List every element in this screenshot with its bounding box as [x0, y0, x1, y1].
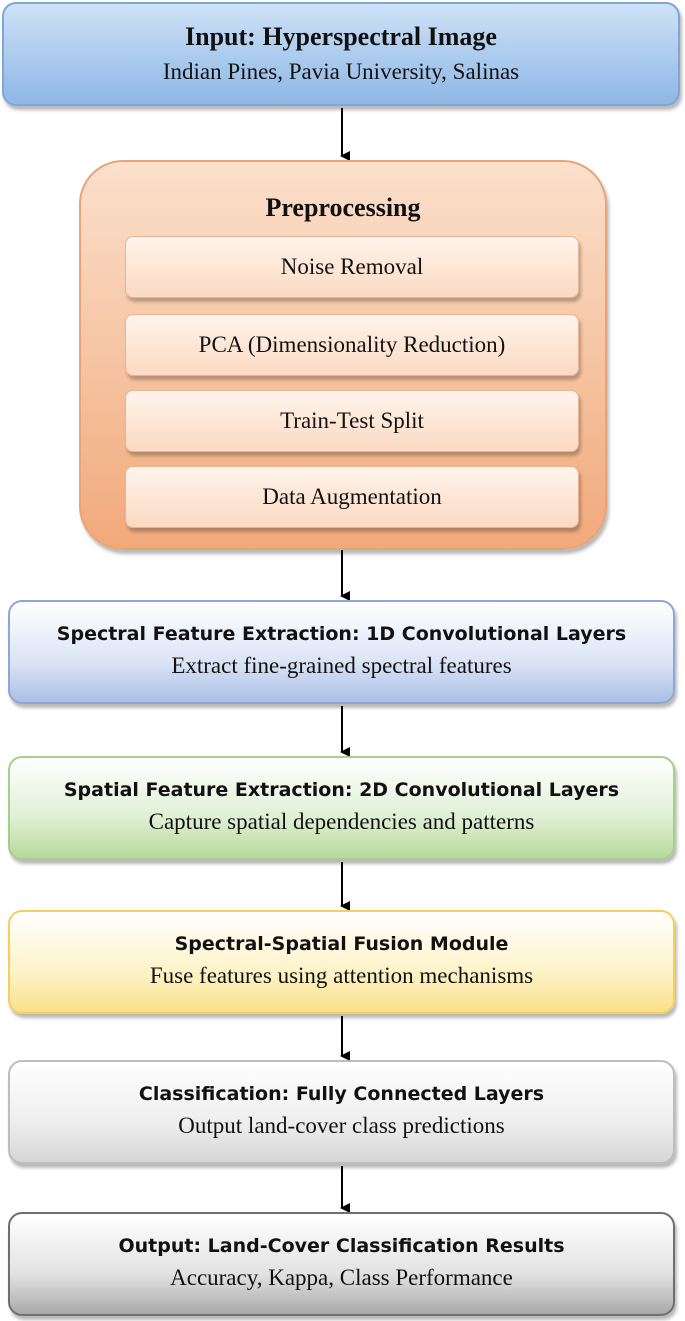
output-subtitle: Accuracy, Kappa, Class Performance — [170, 1265, 513, 1291]
preprocessing-title: Preprocessing — [265, 193, 421, 222]
spatial-feature-node: Spatial Feature Extraction: 2D Convoluti… — [8, 756, 675, 860]
fusion-node: Spectral-Spatial Fusion Module Fuse feat… — [8, 910, 675, 1014]
output-node: Output: Land-Cover Classification Result… — [8, 1212, 675, 1316]
spectral-feature-node: Spectral Feature Extraction: 1D Convolut… — [8, 600, 675, 704]
classification-node: Classification: Fully Connected Layers O… — [8, 1060, 675, 1164]
preprocessing-node: Preprocessing Noise Removal PCA (Dimensi… — [79, 160, 607, 550]
preprocessing-step-train-test-split: Train-Test Split — [125, 390, 579, 452]
input-title: Input: Hyperspectral Image — [185, 21, 497, 51]
fusion-title: Spectral-Spatial Fusion Module — [174, 932, 509, 955]
classification-title: Classification: Fully Connected Layers — [138, 1082, 545, 1105]
preprocessing-step-data-augmentation: Data Augmentation — [125, 466, 579, 528]
preprocessing-step-pca: PCA (Dimensionality Reduction) — [125, 314, 579, 376]
spatial-title: Spatial Feature Extraction: 2D Convoluti… — [63, 778, 620, 801]
input-node: Input: Hyperspectral Image Indian Pines,… — [2, 2, 680, 106]
spectral-subtitle: Extract fine-grained spectral features — [171, 653, 512, 679]
classification-subtitle: Output land-cover class predictions — [178, 1113, 505, 1139]
fusion-subtitle: Fuse features using attention mechanisms — [149, 963, 534, 989]
preprocessing-step-noise-removal: Noise Removal — [125, 236, 579, 298]
spatial-subtitle: Capture spatial dependencies and pattern… — [148, 809, 535, 835]
spectral-title: Spectral Feature Extraction: 1D Convolut… — [56, 622, 627, 645]
output-title: Output: Land-Cover Classification Result… — [118, 1234, 565, 1257]
input-subtitle: Indian Pines, Pavia University, Salinas — [162, 59, 520, 85]
